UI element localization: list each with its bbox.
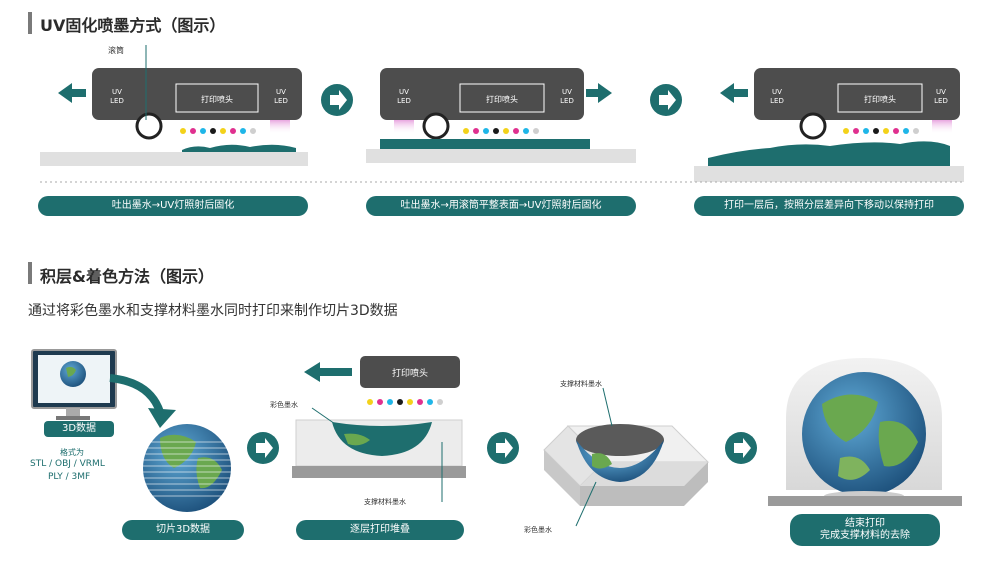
svg-text:UV: UV	[112, 88, 122, 96]
curved-arrow-icon	[109, 374, 164, 414]
arrow-circle-icon	[321, 84, 353, 116]
caption-layering: 逐层打印堆叠	[296, 520, 464, 540]
ink-drops-1	[180, 128, 256, 134]
caption-stage1: 吐出墨水→UV灯照射后固化	[38, 196, 308, 216]
svg-text:彩色墨水: 彩色墨水	[524, 525, 552, 534]
print-bed	[40, 152, 308, 166]
caption-finish-line1: 结束打印	[845, 518, 885, 529]
support-block-stage: 支撑材料墨水 彩色墨水	[524, 379, 710, 534]
arrow-circle-icon	[247, 432, 279, 464]
formats-line1: STL / OBJ / VRML	[30, 459, 105, 469]
caption-sliced-data: 切片3D数据	[122, 520, 244, 540]
roller-label: 滚筒	[108, 45, 124, 55]
svg-text:LED: LED	[770, 97, 784, 105]
stage2: 打印喷头 UV LED UV LED	[366, 68, 636, 163]
caption-stage3: 打印一层后，按照分层差异向下移动以保持打印	[694, 196, 964, 216]
caption-finish-line2: 完成支撑材料的去除	[820, 530, 910, 541]
monitor-icon	[31, 349, 117, 420]
section2-title: 积层&着色方法（图示）	[40, 267, 214, 286]
left-arrow-icon	[304, 362, 352, 382]
svg-text:LED: LED	[110, 97, 124, 105]
svg-text:UV: UV	[772, 88, 782, 96]
layering-diagram: 打印喷头 彩色墨水 支撑材料墨水 支撑材料墨水 彩色墨水	[31, 349, 962, 534]
svg-text:LED: LED	[274, 97, 288, 105]
arrow-circle-icon	[725, 432, 757, 464]
svg-text:LED: LED	[560, 97, 574, 105]
left-arrow-icon	[58, 83, 86, 103]
svg-text:打印喷头: 打印喷头	[392, 367, 428, 379]
printer-carriage	[92, 68, 302, 120]
formats-line2: PLY / 3MF	[48, 472, 91, 482]
section1-title-bar	[28, 12, 32, 34]
section2-title-bar	[28, 262, 32, 284]
finished-globe-stage	[768, 358, 962, 506]
stage1: 打印喷头 UV LED UV LED 滚筒	[40, 45, 308, 166]
svg-text:打印喷头: 打印喷头	[864, 94, 896, 104]
data-badge: 3D数据	[44, 421, 114, 437]
uv-light	[270, 120, 290, 134]
svg-text:彩色墨水: 彩色墨水	[270, 400, 298, 409]
arrow-circle-icon	[487, 432, 519, 464]
caption-finish: 结束打印 完成支撑材料的去除	[790, 514, 940, 546]
svg-text:打印喷头: 打印喷头	[486, 94, 518, 104]
svg-text:LED: LED	[934, 97, 948, 105]
svg-text:UV: UV	[399, 88, 409, 96]
section2-subtitle: 通过将彩色墨水和支撑材料墨水同时打印来制作切片3D数据	[28, 303, 398, 319]
ink-layer	[182, 144, 296, 152]
stage3: 打印喷头 UV LED UV LED	[694, 68, 964, 182]
sliced-globe	[143, 424, 231, 512]
svg-text:UV: UV	[276, 88, 286, 96]
section1-title: UV固化喷墨方式（图示）	[40, 16, 226, 35]
caption-stage2: 吐出墨水→用滚筒平整表面→UV灯照射后固化	[366, 196, 636, 216]
printhead-label: 打印喷头	[201, 94, 233, 104]
roller	[135, 112, 163, 140]
svg-text:UV: UV	[936, 88, 946, 96]
svg-text:LED: LED	[397, 97, 411, 105]
uv-curing-diagram: 打印喷头 UV LED UV LED 滚筒 打印喷头 UV LED UV LED	[40, 45, 964, 183]
svg-text:支撑材料墨水: 支撑材料墨水	[560, 379, 602, 388]
arrow-circle-icon	[650, 84, 682, 116]
svg-text:支撑材料墨水: 支撑材料墨水	[364, 497, 406, 506]
layer-printing-stage: 打印喷头 彩色墨水 支撑材料墨水	[270, 356, 466, 506]
right-arrow-icon	[586, 83, 612, 103]
svg-text:UV: UV	[562, 88, 572, 96]
formats-title: 格式为	[60, 448, 84, 457]
